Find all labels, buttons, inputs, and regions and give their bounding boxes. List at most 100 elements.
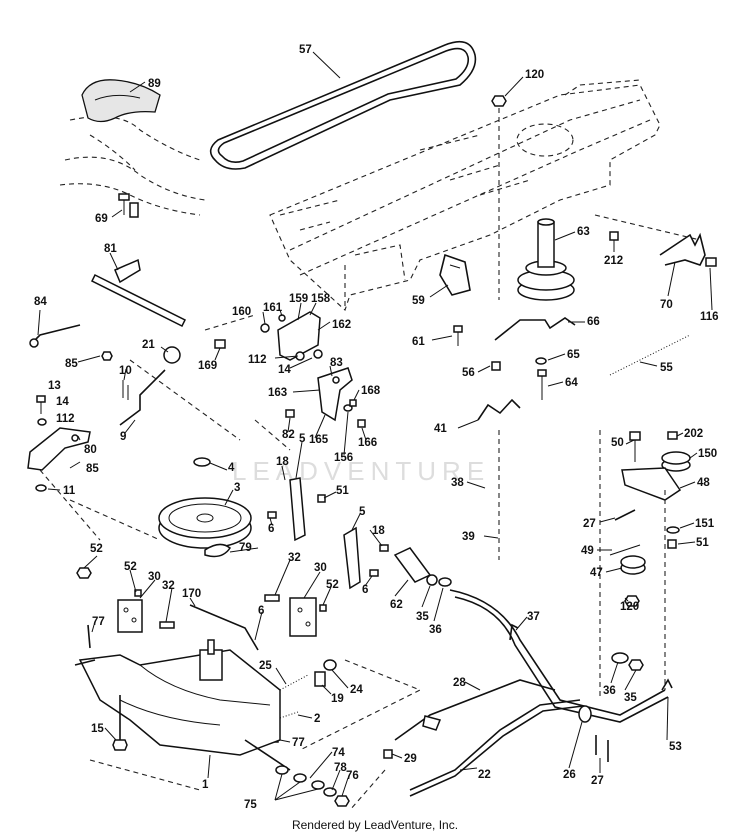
callout-14: 14 [278, 364, 291, 376]
callout-80: 80 [84, 444, 97, 456]
callout-32: 32 [162, 580, 175, 592]
callout-4: 4 [228, 462, 235, 474]
part-24-washer [323, 659, 337, 671]
watermark-text: LEADVENTURE [232, 456, 490, 486]
part-36-washer-right [611, 652, 629, 664]
callout-24: 24 [350, 684, 363, 696]
part-11-washer [35, 484, 47, 492]
callout-47: 47 [590, 567, 603, 579]
part-49-spacer [609, 544, 641, 556]
callout-38: 38 [451, 477, 464, 489]
callout-35b: 35 [624, 692, 637, 704]
part-50-bolt [629, 431, 641, 462]
part-53-rod [661, 678, 673, 691]
callout-28: 28 [453, 677, 466, 689]
callout-5b: 5 [359, 506, 366, 518]
callout-13: 13 [48, 380, 61, 392]
callout-63: 63 [577, 226, 590, 238]
part-202-bolt [667, 431, 678, 440]
part-150-pulley [661, 451, 691, 472]
part-41-rod [477, 398, 521, 421]
callout-151: 151 [695, 518, 715, 530]
part-70-rod [659, 232, 706, 266]
part-62-spacer [393, 547, 432, 583]
callout-52c: 52 [326, 579, 339, 591]
part-9-lever [119, 369, 166, 426]
callout-6c: 6 [258, 605, 264, 617]
part-6-bolt [267, 511, 379, 577]
callout-150: 150 [698, 448, 717, 460]
callout-39: 39 [462, 531, 475, 543]
part-165-bracket [317, 367, 353, 422]
callout-41: 41 [434, 423, 447, 435]
part-47-pulley [620, 555, 646, 575]
callout-35: 35 [416, 611, 429, 623]
callout-120: 120 [525, 69, 544, 81]
part-76-nut [334, 795, 350, 807]
callout-202: 202 [684, 428, 703, 440]
callout-156: 156 [334, 452, 353, 464]
fender-outline [59, 116, 206, 216]
part-212-bolt [609, 231, 619, 241]
callout-112: 112 [248, 354, 267, 366]
callout-77b: 77 [292, 737, 305, 749]
part-63-pulley [517, 218, 575, 301]
callout-27b: 27 [591, 775, 604, 787]
part-1-transaxle [74, 639, 291, 771]
part-59-bracket [439, 253, 471, 296]
callout-76: 76 [346, 770, 359, 782]
callout-11: 11 [63, 485, 76, 497]
callout-61: 61 [412, 336, 425, 348]
callout-21: 21 [142, 339, 155, 351]
callout-5: 5 [299, 433, 306, 445]
part-75-washers [275, 765, 337, 797]
callout-6: 6 [268, 523, 274, 535]
part-51-nut-right [667, 539, 677, 549]
callout-27: 27 [583, 518, 596, 530]
part-64-bolt [537, 369, 547, 400]
callout-120b: 120 [620, 601, 639, 613]
part-10-bolt [122, 380, 129, 400]
callout-81: 81 [104, 243, 117, 255]
callout-2: 2 [314, 713, 320, 725]
callout-89: 89 [148, 78, 161, 90]
callout-116: 116 [700, 311, 719, 323]
callout-18: 18 [276, 456, 289, 468]
part-29-nut [383, 749, 393, 759]
part-2-spring [279, 711, 299, 719]
part-55-spring [609, 334, 691, 376]
callout-37: 37 [527, 611, 540, 623]
part-30-bracket-right [289, 597, 317, 637]
callout-3: 3 [234, 482, 240, 494]
callout-26: 26 [563, 769, 576, 781]
part-56-nut [491, 361, 501, 371]
part-79-fan [204, 543, 232, 558]
callout-22: 22 [478, 769, 491, 781]
part-35-nut-right [628, 659, 644, 671]
callout-161: 161 [263, 302, 283, 314]
callout-69: 69 [95, 213, 108, 225]
part-120-nut [491, 95, 507, 300]
callout-9: 9 [120, 431, 126, 443]
callout-labels: 57 89 120 69 81 63 212 70 116 59 84 160 … [34, 44, 719, 811]
callout-85b: 85 [86, 463, 99, 475]
part-66-rod [494, 317, 576, 341]
callout-51: 51 [336, 485, 349, 497]
part-116-bolt [705, 257, 717, 267]
callout-25: 25 [259, 660, 272, 672]
callout-74: 74 [332, 747, 345, 759]
callout-30b: 30 [314, 562, 327, 574]
part-169-pin [214, 339, 226, 349]
part-61-bolt [453, 325, 463, 346]
callout-52: 52 [90, 543, 103, 555]
callout-15: 15 [91, 723, 104, 735]
callout-18b: 18 [372, 525, 385, 537]
callout-70: 70 [660, 299, 673, 311]
callout-64: 64 [565, 377, 578, 389]
part-27-bolt [614, 509, 636, 521]
callout-162: 162 [332, 319, 351, 331]
callout-212: 212 [604, 255, 623, 267]
callout-82: 82 [282, 429, 295, 441]
part-36-washer [438, 577, 452, 587]
